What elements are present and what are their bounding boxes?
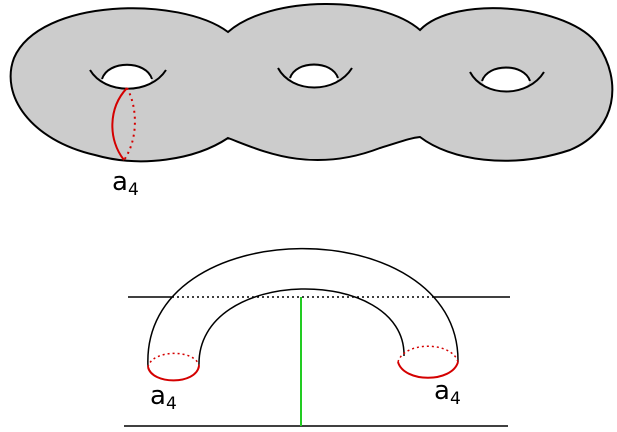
handle-3 [469,66,545,93]
label-a4-bottom-left: a4 [150,381,177,414]
curve-a4-front [111,87,128,161]
right-boundary-front [397,361,459,379]
handle-3-lower-curve [469,71,545,93]
handle-1 [89,63,167,90]
hole-1 [102,66,152,90]
label-a4-top: a4 [112,167,139,200]
left-boundary-front [147,365,200,382]
hole-1-upper-edge [101,63,153,80]
right-boundary-back [397,345,459,363]
handle-2-lower-curve [277,67,353,89]
hole-3-upper-edge [481,66,531,82]
label-a4-bottom-right: a4 [434,376,461,409]
left-boundary-back [147,352,200,368]
genus-three-surface: a4 [9,3,614,200]
curve-a4-back [123,87,136,161]
hole-2 [290,66,338,88]
hole-3 [482,69,530,91]
arch-inner-edge [198,288,405,367]
arch-handle-figure: a4 a4 [124,247,510,427]
handle-2 [277,63,353,89]
arch-outer-edge [147,247,459,368]
hole-2-upper-edge [289,63,339,79]
